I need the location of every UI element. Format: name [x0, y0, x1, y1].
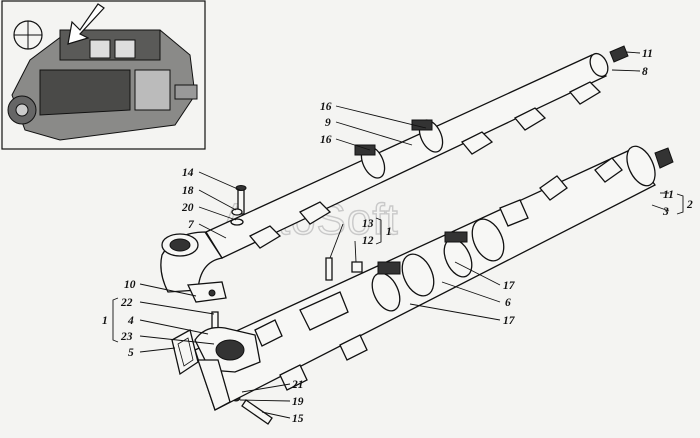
- callout-6: 6: [505, 297, 511, 309]
- callout-21: 21: [291, 379, 304, 391]
- callout-19: 19: [292, 396, 304, 408]
- callout-16-lower: 16: [320, 134, 332, 146]
- callouts: 11 8 16 9 16 14 18 20 7 13 12 1 11 3 2 1…: [102, 48, 693, 425]
- callout-4: 4: [127, 315, 134, 327]
- callout-1-lower: 1: [102, 315, 108, 327]
- callout-23: 23: [120, 331, 133, 343]
- lower-manifold: [194, 145, 674, 411]
- callout-1-upper: 1: [386, 226, 392, 238]
- leader-lines: [112, 51, 684, 419]
- callout-11-lower: 11: [663, 189, 674, 201]
- callout-8: 8: [642, 66, 648, 78]
- callout-14: 14: [182, 167, 194, 179]
- callout-22: 22: [120, 297, 133, 309]
- engine-sketch-icon: [7, 20, 198, 141]
- callout-15: 15: [292, 413, 304, 425]
- callout-18: 18: [182, 185, 194, 197]
- callout-5: 5: [128, 347, 134, 359]
- engine-inset: [1, 0, 206, 150]
- upper-manifold: [160, 45, 629, 303]
- arrow-icon: [67, 3, 105, 45]
- callout-12: 12: [362, 235, 374, 247]
- callout-3: 3: [662, 206, 669, 218]
- callout-20: 20: [181, 202, 194, 214]
- callout-17-upper: 17: [503, 280, 516, 292]
- callout-9: 9: [325, 117, 331, 129]
- callout-10: 10: [124, 279, 136, 291]
- gasket: [171, 329, 199, 376]
- callout-11-upper: 11: [642, 48, 653, 60]
- callout-13: 13: [362, 218, 374, 230]
- callout-17-lower: 17: [503, 315, 516, 327]
- callout-2: 2: [686, 199, 693, 211]
- callout-16-upper: 16: [320, 101, 332, 113]
- callout-7: 7: [188, 219, 195, 231]
